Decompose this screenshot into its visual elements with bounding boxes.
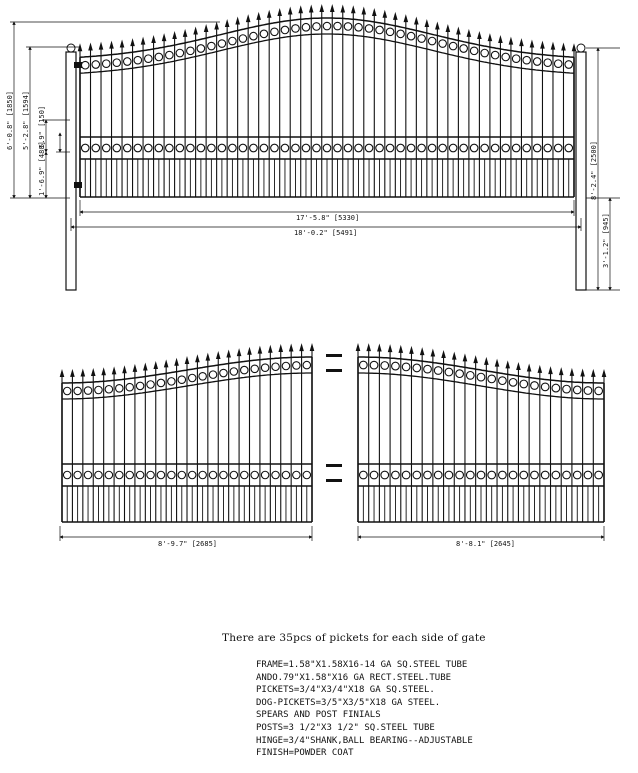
full-gate-elevation: 6'-0.8" [1850] 5'-2.8" [1594] 5.9" [150]… bbox=[6, 4, 620, 291]
left-leaf-frame bbox=[59, 343, 315, 523]
spec-line: ANDO.79"X1.58"X16 GA RECT.STEEL.TUBE bbox=[256, 672, 452, 683]
post-span-label: 18'-0.2" [5491] bbox=[294, 229, 357, 237]
gate-frame bbox=[77, 4, 577, 198]
post-embed-label: 3'-1.2" [945] bbox=[602, 213, 610, 268]
left-leaf-elevation: 8'-9.7" [2685] bbox=[59, 343, 315, 548]
spec-line: PICKETS=3/4"X3/4"X18 GA SQ.STEEL. bbox=[256, 685, 435, 696]
spec-line: FRAME=1.58"X1.58X16-14 GA SQ.STEEL TUBE bbox=[256, 660, 468, 670]
gate-height-label: 5'-2.8" [1594] bbox=[22, 91, 30, 150]
spec-line: SPEARS AND POST FINIALS bbox=[256, 710, 381, 721]
right-leaf-elevation: 8'-8.1" [2645] bbox=[355, 343, 607, 548]
spec-line: HINGE=3/4"SHANK,BALL BEARING--ADJUSTABLE bbox=[256, 735, 473, 746]
left-post bbox=[65, 43, 77, 291]
top-gap-label: 5.9" [150] bbox=[38, 106, 46, 148]
spec-line: DOG-PICKETS=3/5"X3/5"X18 GA STEEL. bbox=[256, 697, 441, 708]
post-height-label: 8'-2.4" [2500] bbox=[590, 141, 598, 200]
picket-count-note: There are 35pcs of pickets for each side… bbox=[222, 632, 486, 644]
left-leaf-width-label: 8'-9.7" [2685] bbox=[158, 540, 217, 548]
opening-width-label: 17'-5.8" [5330] bbox=[296, 214, 359, 222]
spec-list: FRAME=1.58"X1.58X16-14 GA SQ.STEEL TUBE … bbox=[256, 659, 473, 760]
hinge-icon bbox=[326, 354, 342, 482]
left-leaf-dimension bbox=[59, 526, 313, 541]
dimension-lines bbox=[10, 21, 620, 291]
right-leaf-dimension bbox=[357, 526, 605, 541]
spec-line: FINISH=POWDER COAT bbox=[256, 748, 354, 759]
overall-height-label: 6'-0.8" [1850] bbox=[6, 91, 14, 150]
right-leaf-frame bbox=[355, 343, 607, 523]
right-post bbox=[575, 43, 587, 291]
ground-clearance-label: 1'-6.9" [480] bbox=[38, 141, 46, 196]
hinge-icon bbox=[74, 62, 82, 188]
spec-line: POSTS=3 1/2"X3 1/2" SQ.STEEL TUBE bbox=[256, 722, 435, 733]
right-leaf-width-label: 8'-8.1" [2645] bbox=[456, 540, 515, 548]
